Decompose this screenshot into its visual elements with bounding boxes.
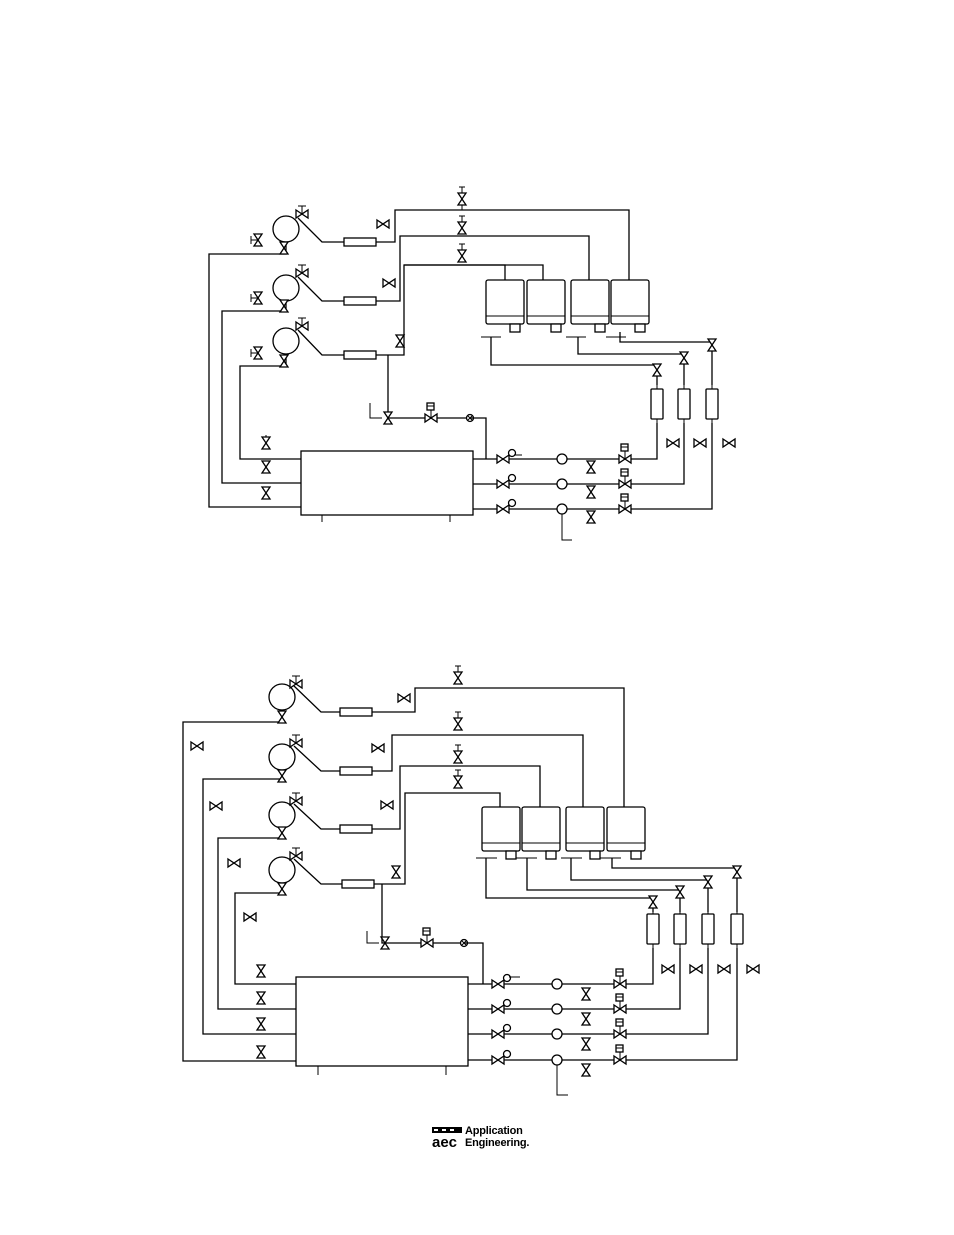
company-logo: aec Application Engineering.: [432, 1124, 542, 1154]
three-chiller-diagram: [209, 187, 735, 540]
four-chiller-diagram: [183, 666, 759, 1095]
logo-mark-text: aec: [432, 1134, 457, 1149]
company-name-line1: Application: [465, 1125, 529, 1137]
company-name-line2: Engineering.: [465, 1137, 529, 1149]
company-name: Application Engineering.: [465, 1125, 529, 1149]
pump-icon: [273, 216, 299, 354]
tank: [301, 451, 473, 515]
aec-logo-icon: aec: [432, 1127, 462, 1149]
tank: [296, 977, 468, 1066]
